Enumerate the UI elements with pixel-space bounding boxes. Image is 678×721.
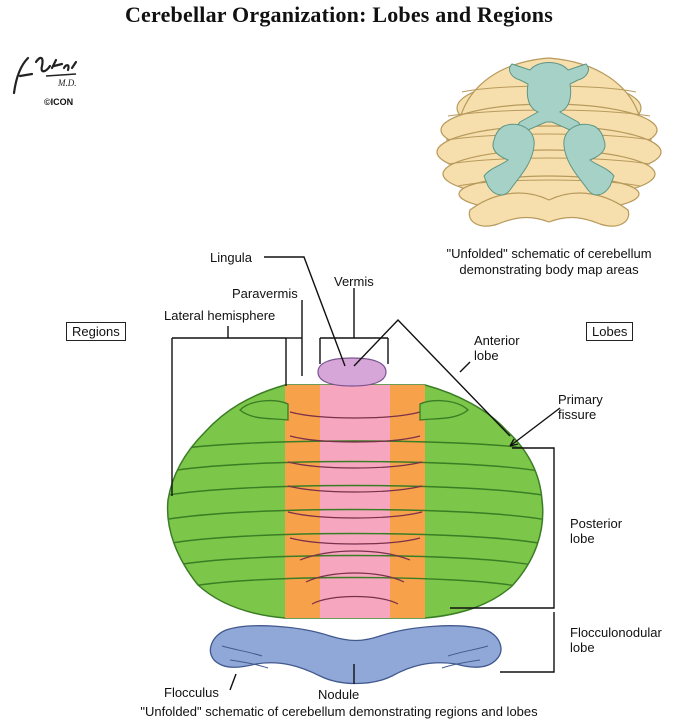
lobes-box-label: Lobes [586, 322, 634, 341]
region-leader-lines [171, 256, 389, 691]
lingula-shape [317, 357, 387, 387]
vermis-region [320, 385, 390, 618]
nodule-label: Nodule [318, 687, 360, 702]
regions-box-label: Regions [66, 322, 126, 341]
lateral-hemisphere-label: Lateral hemisphere [164, 308, 276, 323]
body-map-schematic [436, 57, 662, 227]
icon-mark: ©ICON [44, 97, 74, 107]
lobe-leader-lines [353, 318, 561, 673]
svg-text:M.D.: M.D. [57, 78, 77, 88]
vermis-label: Vermis [334, 274, 374, 289]
cerebellum-body [166, 357, 544, 685]
main-caption: "Unfolded" schematic of cerebellum demon… [140, 704, 538, 719]
flocculus-label: Flocculus [164, 685, 219, 700]
page-title: Cerebellar Organization: Lobes and Regio… [124, 2, 554, 27]
lingula-label: Lingula [210, 250, 252, 265]
body-map-caption: "Unfolded" schematic of cerebellum demon… [446, 246, 652, 277]
flocculonodular-shape [209, 625, 502, 685]
netter-signature: M.D. [6, 48, 86, 113]
paravermis-label: Paravermis [232, 286, 298, 301]
